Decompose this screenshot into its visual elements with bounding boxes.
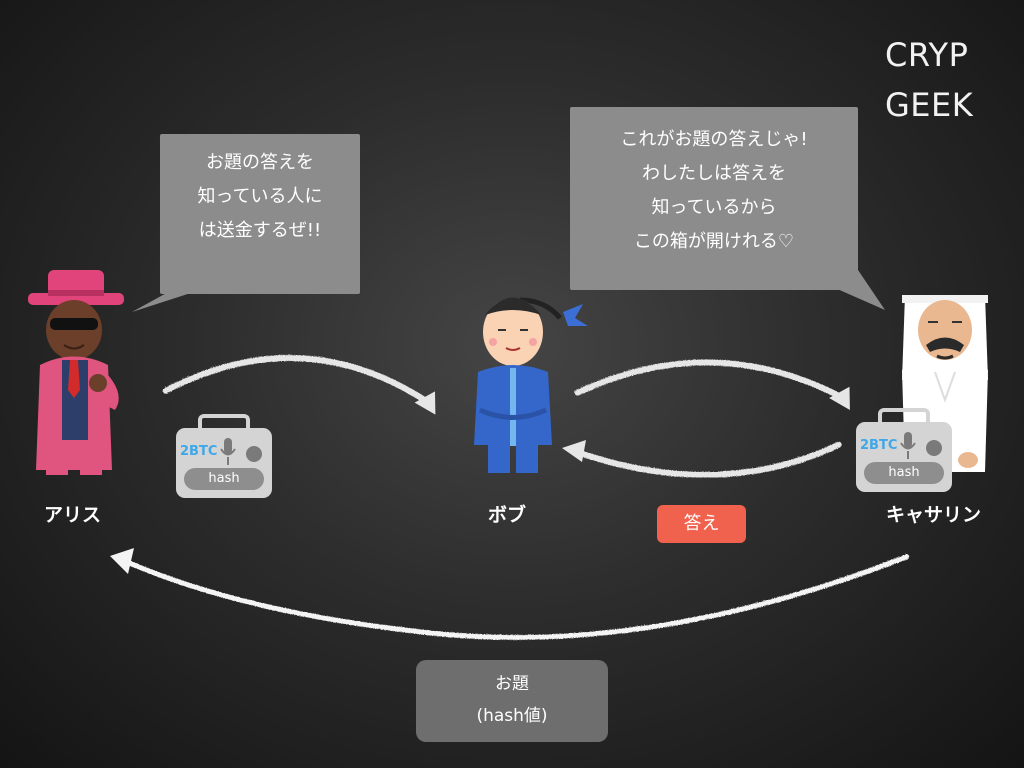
bob-bubble-line-1: これがお題の答えじゃ!: [620, 129, 808, 150]
catherine-name: キャサリン: [886, 504, 982, 526]
arrow-bob-to-catherine: [574, 358, 850, 411]
alice-bubble-tail: [132, 290, 200, 312]
alice-name: アリス: [44, 504, 102, 526]
btc-amount: 2BTC: [860, 438, 898, 453]
alice-bubble-line-3: は送金するぜ!!: [198, 220, 322, 241]
btc-amount: 2BTC: [180, 444, 218, 459]
bob-bubble-line-3: 知っているから: [651, 197, 777, 218]
alice-bubble-line-1: お題の答えを: [206, 152, 314, 173]
bob-bubble-line-2: わしたしは答えを: [642, 163, 786, 184]
arrow-catherine-to-alice: [110, 548, 909, 640]
bob-speech-bubble: これがお題の答えじゃ! わしたしは答えを 知っているから この箱が開けれる♡: [570, 107, 858, 290]
arrow-alice-to-bob: [162, 354, 436, 415]
brand-logo: CRYP GEEK: [885, 30, 995, 130]
mic-icon: [900, 432, 916, 459]
hash-label: hash: [864, 462, 944, 484]
radio-handle: [878, 408, 930, 424]
arrow-catherine-to-bob: [562, 440, 841, 478]
lockbox-radio-right: 2BTC hash: [856, 408, 952, 492]
hash-label: hash: [184, 468, 264, 490]
bob-figure: [474, 297, 588, 473]
bob-name: ボブ: [488, 504, 527, 526]
riddle-line-2: (hash値): [476, 706, 548, 726]
alice-speech-bubble: お題の答えを 知っている人に は送金するぜ!!: [160, 134, 360, 294]
answer-tag: 答え: [657, 505, 746, 543]
alice-figure: [28, 270, 124, 475]
catherine-figure: [902, 295, 988, 472]
riddle-box: お題 (hash値): [416, 660, 608, 742]
lockbox-radio-left: 2BTC hash: [176, 414, 272, 498]
riddle-line-1: お題: [495, 674, 529, 694]
alice-bubble-line-2: 知っている人に: [197, 186, 323, 207]
bob-bubble-line-4: この箱が開けれる♡: [633, 231, 795, 252]
brand-line-1: CRYP: [885, 36, 969, 74]
radio-handle: [198, 414, 250, 430]
dial-knob-icon: [926, 440, 942, 456]
dial-knob-icon: [246, 446, 262, 462]
brand-line-2: GEEK: [885, 86, 974, 124]
mic-icon: [220, 438, 236, 465]
